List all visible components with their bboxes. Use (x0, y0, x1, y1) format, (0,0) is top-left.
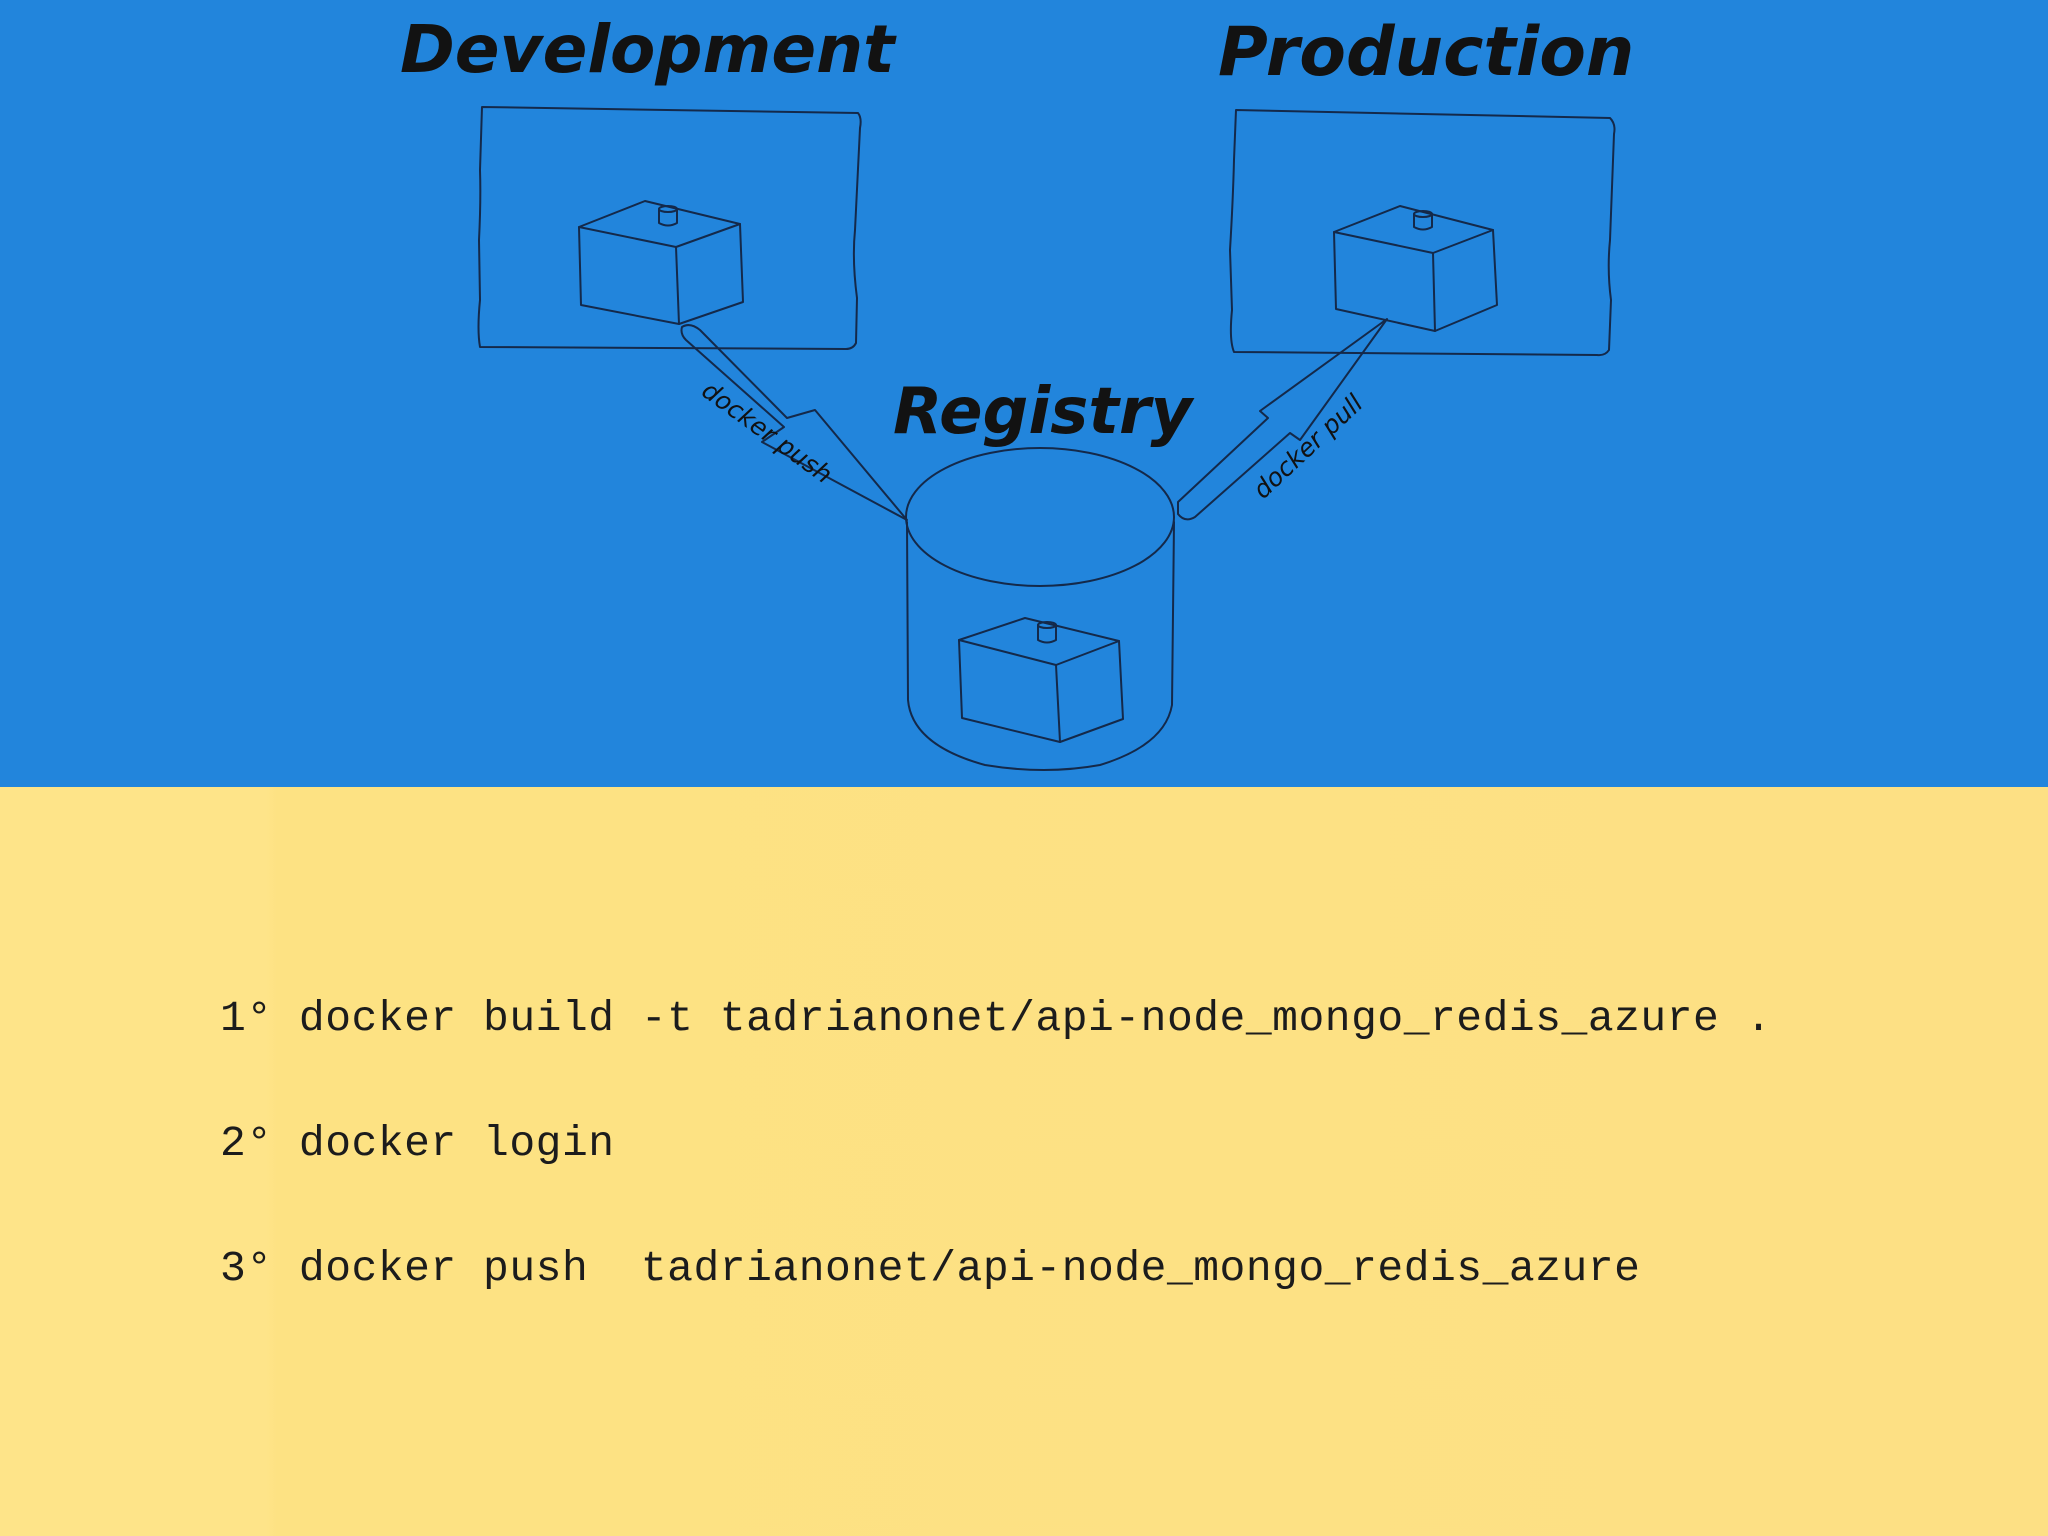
production-box (1229, 109, 1616, 357)
registry-label: Registry (893, 375, 1195, 449)
development-container-icon (578, 200, 744, 325)
command-push: 3° docker push tadrianonet/api-node_mong… (220, 1244, 1641, 1293)
command-build: 1° docker build -t tadrianonet/api-node_… (220, 994, 1772, 1043)
registry-diagram: Development Production Registry docker p… (400, 11, 1634, 771)
production-environment (1229, 109, 1616, 357)
registry-container-icon (958, 617, 1124, 743)
development-box (477, 106, 862, 350)
docker-push-arrow (680, 324, 908, 521)
command-login: 2° docker login (220, 1119, 615, 1168)
development-environment (477, 106, 862, 350)
development-label: Development (400, 11, 897, 88)
commands-panel: 1° docker build -t tadrianonet/api-node_… (0, 787, 2048, 1536)
registry (905, 447, 1175, 771)
diagram-panel: Development Production Registry docker p… (0, 0, 2048, 787)
production-container-icon (1333, 205, 1498, 332)
docker-pull-arrow (1177, 318, 1388, 521)
production-label: Production (1218, 13, 1634, 92)
registry-cylinder-top (905, 447, 1175, 587)
registry-cylinder-body (906, 521, 1175, 771)
docker-push-label: docker push (696, 375, 837, 489)
